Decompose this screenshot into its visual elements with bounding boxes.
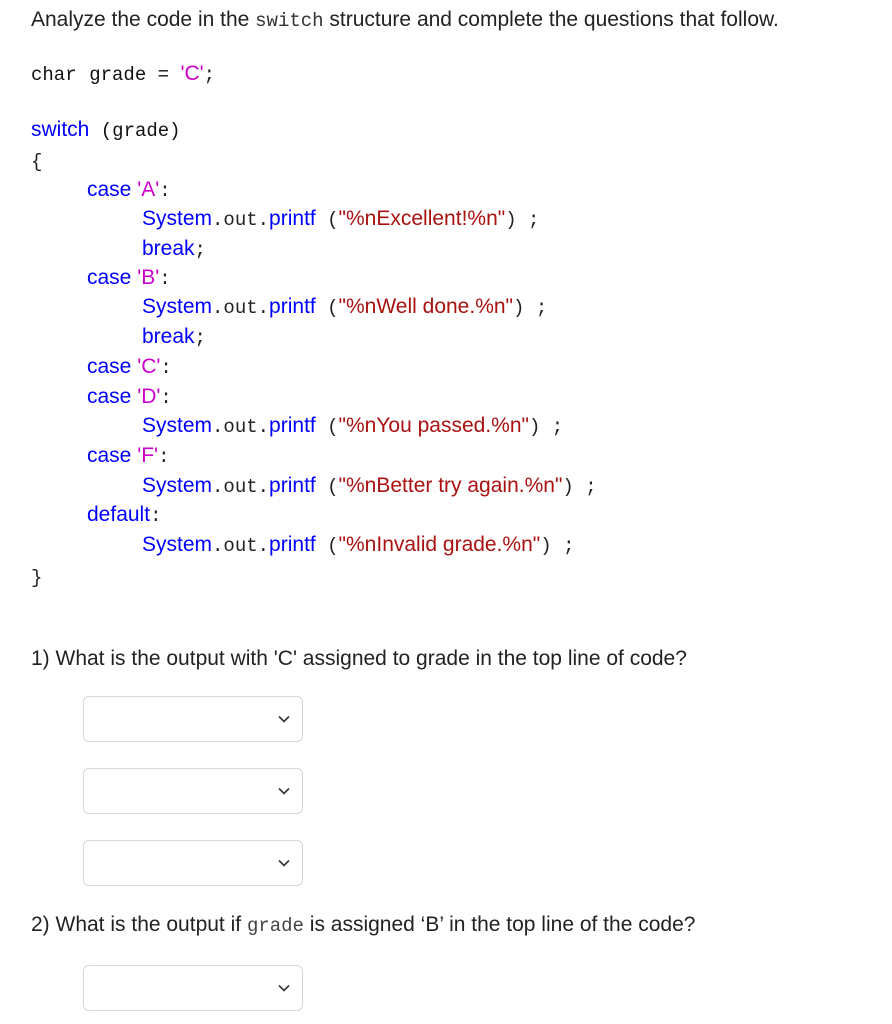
code-line-case-b: case 'B': <box>87 266 171 290</box>
code-line-print-b: System.out.printf ("%nWell done.%n") ; <box>142 295 548 319</box>
code-line-break-b: break; <box>142 325 206 349</box>
chevron-down-icon <box>278 715 290 723</box>
intro-after: structure and complete the questions tha… <box>323 8 779 31</box>
code-line-case-d: case 'D': <box>87 385 172 409</box>
code-line-case-c: case 'C': <box>87 355 172 379</box>
code-line-print-d: System.out.printf ("%nYou passed.%n") ; <box>142 414 564 438</box>
code-line-switch: switch (grade) <box>31 118 181 142</box>
intro-before: Analyze the code in the <box>31 8 256 31</box>
answer-dropdown-2[interactable] <box>83 768 303 814</box>
code-line-case-f: case 'F': <box>87 444 170 468</box>
question-2: 2) What is the output if grade is assign… <box>31 913 696 937</box>
answer-dropdown-1[interactable] <box>83 696 303 742</box>
code-line-default: default: <box>87 503 162 527</box>
chevron-down-icon <box>278 787 290 795</box>
code-line-declaration: char grade = 'C'; <box>31 62 216 86</box>
code-line-case-a: case 'A': <box>87 178 171 202</box>
code-line-print-default: System.out.printf ("%nInvalid grade.%n")… <box>142 533 575 557</box>
code-line-print-a: System.out.printf ("%nExcellent!%n") ; <box>142 207 540 231</box>
intro-text: Analyze the code in the switch structure… <box>31 6 779 35</box>
code-close-brace: } <box>31 567 43 589</box>
intro-code: switch <box>255 10 324 32</box>
question-1: 1) What is the output with 'C' assigned … <box>31 647 687 670</box>
chevron-down-icon <box>278 859 290 867</box>
answer-dropdown-4[interactable] <box>83 965 303 1011</box>
code-line-break-a: break; <box>142 237 206 261</box>
chevron-down-icon <box>278 984 290 992</box>
code-open-brace: { <box>31 151 43 173</box>
code-line-print-f: System.out.printf ("%nBetter try again.%… <box>142 474 597 498</box>
answer-dropdown-3[interactable] <box>83 840 303 886</box>
